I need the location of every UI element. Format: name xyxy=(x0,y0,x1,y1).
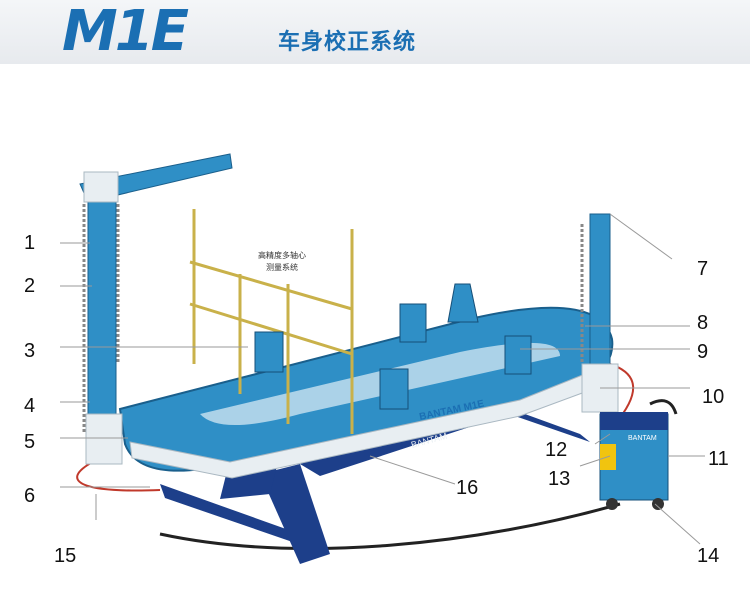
callout-6: 6 xyxy=(24,485,36,507)
pump-brand-text: BANTAM xyxy=(628,435,657,442)
callout-11: 11 xyxy=(708,448,729,470)
callout-4: 4 xyxy=(24,395,36,417)
callout-5: 5 xyxy=(24,431,36,453)
hydraulic-pump xyxy=(599,399,678,510)
callout-3: 3 xyxy=(24,340,36,362)
callout-10: 10 xyxy=(702,386,725,408)
callout-12: 12 xyxy=(545,439,568,461)
callout-16: 16 xyxy=(456,477,479,499)
product-illustration: BANTAM BANTAM M1E 高精度多轴心 测量系统 xyxy=(60,153,705,564)
left-tower xyxy=(79,153,233,465)
measuring-system xyxy=(189,209,354,434)
header-banner: M1E 车身校正系统 xyxy=(0,0,750,64)
callout-14: 14 xyxy=(697,545,720,567)
callout-13: 13 xyxy=(548,468,571,490)
callout-15: 15 xyxy=(54,545,77,567)
product-logo: M1E xyxy=(62,0,189,64)
callout-7: 7 xyxy=(697,258,709,280)
measure-label-line2: 测量系统 xyxy=(266,262,298,272)
measure-label-line1: 高精度多轴心 xyxy=(258,250,306,260)
callout-1: 1 xyxy=(24,232,36,254)
callout-8: 8 xyxy=(697,312,709,334)
leader-lines xyxy=(60,213,705,545)
callout-9: 9 xyxy=(697,341,709,363)
clamps xyxy=(254,283,532,410)
hydraulic-hose-rear xyxy=(159,502,621,550)
page-title: 车身校正系统 xyxy=(278,29,417,54)
callout-2: 2 xyxy=(24,275,36,297)
